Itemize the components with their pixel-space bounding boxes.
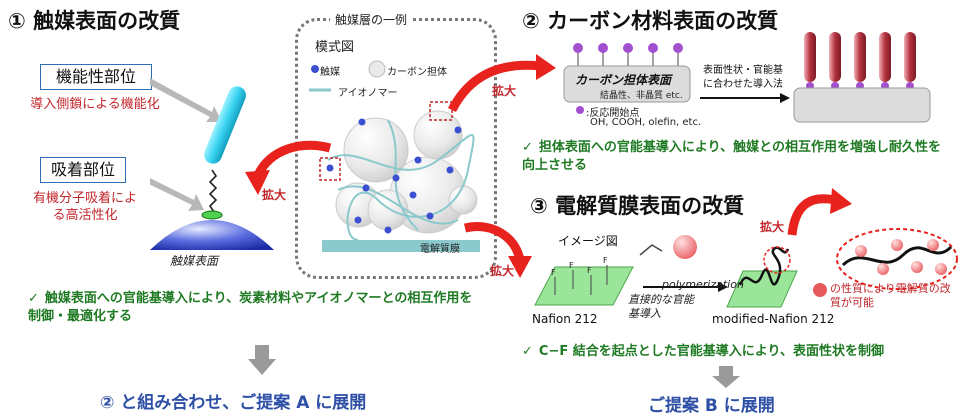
nafion-modification-illustration: F F F F: [534, 235, 798, 308]
legend-catalyst: 触媒: [320, 67, 340, 78]
direct-introduction-label: 直接的な官能基導入: [628, 293, 694, 320]
carbon-support-surface: [563, 43, 691, 103]
section3-bullet-text: C−F 結合を起点とした官能基導入により、表面性状を制御: [538, 344, 884, 359]
expand-label-1: 拡大: [262, 188, 287, 202]
check-icon: ✓: [522, 344, 533, 359]
support-surface-label: カーボン担体表面: [575, 73, 672, 87]
section3-title: ③ 電解質膜表面の改質: [530, 194, 745, 218]
functional-site-desc: 導入側鎖による機能化: [30, 97, 160, 112]
modified-nafion-label: modified-Nafion 212: [712, 312, 835, 326]
down-arrow-icon: [248, 345, 276, 375]
down-arrow-icon: [712, 366, 740, 388]
model-legend: [309, 60, 386, 92]
check-icon: ✓: [522, 140, 533, 155]
right-arrow-icon: [700, 93, 790, 103]
polymerization-label: polymerization: [662, 278, 744, 291]
svg-text:F: F: [551, 268, 556, 277]
image-label: イメージ図: [558, 234, 618, 248]
expand-label-4: 拡大: [760, 220, 785, 234]
reaction-groups: OH, COOH, olefin, etc.: [590, 117, 702, 128]
section2-bullet-text: 担体表面への官能基導入により、触媒との相互作用を増強し耐久性を向上させる: [522, 140, 941, 173]
introduction-method: 表面性状・官能基に合わせた導入法: [703, 65, 783, 90]
legend-ionomer: アイオノマー: [338, 88, 398, 99]
proposal-b-text: ご提案 B に展開: [648, 396, 775, 416]
expand-label-2: 拡大: [492, 84, 517, 98]
catalyst-layer-title: 触媒層の一例: [330, 11, 413, 28]
section1-bullet: ✓触媒表面への官能基導入により、炭素材料やアイオノマーとの相互作用を制御・最適化…: [28, 290, 478, 326]
functionalized-support: [793, 32, 931, 123]
section1-bullet-text: 触媒表面への官能基導入により、炭素材料やアイオノマーとの相互作用を制御・最適化す…: [28, 291, 473, 324]
membrane-label: 電解質膜: [420, 244, 460, 255]
reaction-point-label: :反応開始点: [586, 108, 640, 119]
section2-title: ② カーボン材料表面の改質: [522, 9, 779, 33]
nafion-label: Nafion 212: [532, 312, 598, 326]
check-icon: ✓: [28, 291, 39, 306]
property-zoom-illustration: [836, 228, 958, 290]
svg-text:F: F: [587, 266, 592, 275]
proposal-a-text: ② と組み合わせ、ご提案 A に展開: [100, 393, 367, 413]
adsorption-site-desc: 有機分子吸着による高活性化: [32, 191, 137, 223]
support-properties: 結晶性、非晶質 etc.: [600, 91, 683, 101]
catalyst-surface-label: 触媒表面: [170, 254, 219, 268]
svg-text:F: F: [603, 256, 608, 265]
svg-text:F: F: [569, 261, 574, 270]
section1-title: ① 触媒表面の改質: [8, 9, 181, 33]
expand-label-3: 拡大: [490, 264, 515, 278]
model-subtitle: 模式図: [315, 40, 355, 55]
reaction-point-icon: [576, 106, 584, 114]
catalyst-surface-illustration: [150, 78, 274, 250]
legend-carbon: カーボン担体: [387, 67, 447, 78]
adsorption-site-label: 吸着部位: [40, 157, 126, 183]
catalyst-layer-model: [319, 101, 480, 252]
section2-bullet: ✓担体表面への官能基導入により、触媒との相互作用を増強し耐久性を向上させる: [522, 139, 942, 175]
section3-bullet: ✓ C−F 結合を起点とした官能基導入により、表面性状を制御: [522, 343, 942, 361]
property-note: の性質により電解質の改質が可能: [830, 282, 951, 309]
pink-sphere-icon: [813, 283, 827, 297]
functional-site-label: 機能性部位: [40, 64, 152, 90]
